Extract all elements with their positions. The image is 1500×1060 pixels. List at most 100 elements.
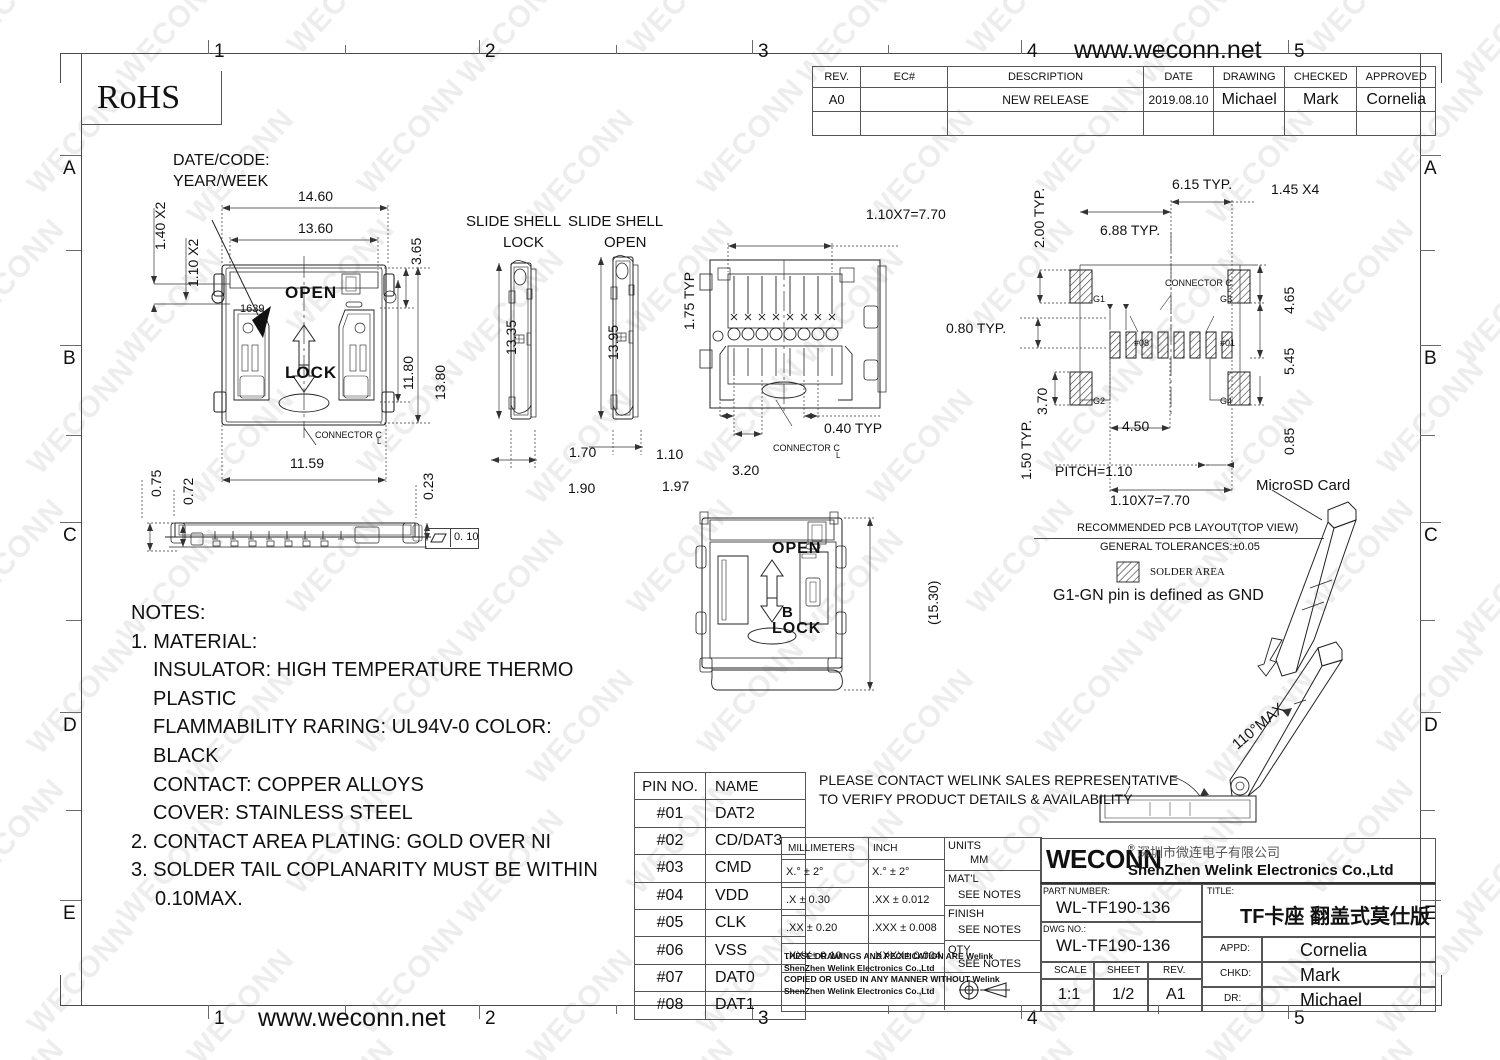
tolerance-inch-2: .XX ± 0.012: [872, 894, 930, 906]
tolerance-inch-4: .XXXX± 0.004: [872, 950, 942, 962]
revtable-cell-ec: [860, 87, 949, 112]
contact-view-drawing: [699, 243, 900, 437]
tolerance-mm-4: .XXX± 0.10: [786, 950, 842, 962]
pin-table-header-no: PIN NO.: [634, 771, 706, 801]
notes-line-2: INSULATOR: HIGH TEMPERATURE THERMO: [153, 659, 574, 682]
slide-shell-lock-title2: LOCK: [503, 234, 544, 251]
zone-label-right-a: A: [1424, 158, 1437, 179]
pin-name-6: VSS: [705, 936, 806, 965]
notes-title: NOTES:: [131, 602, 206, 624]
notes-line-5: BLACK: [153, 744, 219, 767]
lock-label-top: LOCK: [285, 363, 338, 382]
frame-corner-bl: [60, 975, 61, 1005]
contact-centerline-sub: L: [836, 451, 841, 460]
frame-corner-br: [1441, 975, 1442, 1005]
zone-label-top-4: 4: [1027, 41, 1038, 62]
frame-corner-tr: [1441, 53, 1442, 83]
revtable-cell-checked: Mark: [1283, 87, 1358, 112]
revtable-header-ec: EC#: [860, 66, 949, 88]
pcb-general-tolerance: GENERAL TOLERANCES:±0.05: [1100, 541, 1260, 553]
zone-label-top-5: 5: [1294, 41, 1305, 62]
chkd-label-cell: [1202, 962, 1262, 987]
revtable-row: A0 NEW RELEASE 2019.08.10 Michael Mark C…: [811, 87, 1436, 112]
zone-tick-bot-5: [1288, 1005, 1289, 1019]
notes-line-9: 3. SOLDER TAIL COPLANARITY MUST BE WITHI…: [131, 859, 598, 882]
zone-tick-left-de: [66, 810, 81, 811]
zone-tick-bot-3h: [888, 1005, 889, 1014]
zone-tick-top-3h: [888, 45, 889, 54]
revtable-empty-1: [811, 111, 862, 136]
zone-tick-top-4h: [1158, 45, 1159, 54]
zone-tick-right-ab: [1420, 250, 1435, 251]
sheet-label: SHEET: [1107, 965, 1141, 976]
date-code-sample: 1639: [240, 303, 265, 315]
part-number-value: WL-TF190-136: [1056, 898, 1171, 917]
dr-label-cell: [1202, 987, 1262, 1012]
dim-0-23: 0.23: [420, 472, 436, 500]
matl-value: SEE NOTES: [958, 889, 1021, 901]
dr-label: DR:: [1224, 993, 1242, 1004]
zone-tick-right-bc: [1420, 435, 1435, 436]
zone-tick-bot-4h: [1158, 1005, 1159, 1014]
appd-value-cell: [1262, 937, 1436, 962]
sheet-label-cell: [1094, 962, 1148, 979]
rohs-box: [81, 71, 222, 125]
company-banner: [1040, 838, 1436, 884]
pin-name-4: VDD: [705, 881, 806, 910]
url-bottom: www.weconn.net: [258, 1004, 446, 1032]
pin-table-header-row: PIN NO. NAME: [634, 771, 806, 801]
zone-tick-top-5: [1288, 40, 1289, 54]
zone-tick-left-ab: [66, 250, 81, 251]
flatness-value: 0. 10: [454, 531, 479, 543]
zone-tick-top-2h: [616, 45, 617, 54]
dim-1-40-x2: 1.40 X2: [152, 201, 168, 250]
dim-3-65: 3.65: [408, 237, 424, 265]
tolerance-hline-2: [781, 887, 944, 888]
flatness-symbol-icon: [430, 533, 447, 543]
revtable-empty-5: [1213, 111, 1285, 136]
dwg-no-label: DWG NO.:: [1043, 924, 1086, 934]
notes-block: NOTES: 1. MATERIAL: INSULATOR: HIGH TEMP…: [131, 599, 598, 914]
zone-tick-bot-1h: [345, 1005, 346, 1014]
slide-shell-open-title1: SLIDE SHELL: [568, 213, 664, 230]
tolerance-mm-1: X.° ± 2°: [786, 866, 824, 878]
finish-label: FINISH: [948, 908, 985, 920]
pin-no-8: #08: [634, 991, 706, 1020]
slide-shell-open-title2: OPEN: [604, 234, 647, 251]
zone-label-bot-4: 4: [1027, 1008, 1038, 1029]
zone-tick-right-a: [1420, 155, 1441, 156]
zone-tick-right-b: [1420, 345, 1441, 346]
copyright-line-2: ShenZhen Welink Electronics Co.,Ltd: [784, 962, 935, 973]
zone-label-right-d: D: [1424, 715, 1438, 736]
zone-label-left-d: D: [63, 715, 77, 736]
pad-label-g2: G2: [1093, 396, 1106, 406]
rohs-label: RoHS: [97, 79, 181, 116]
lock-label-bottom: LOCK: [772, 620, 822, 637]
zone-tick-bot-2h: [616, 1005, 617, 1014]
b-label-bottom: B: [782, 604, 793, 621]
zone-tick-bot-2: [479, 1005, 480, 1019]
pin-table-header-name: NAME: [705, 771, 806, 801]
dim-13-35: 13.35: [503, 319, 519, 355]
zone-label-left-e: E: [63, 903, 76, 924]
zone-label-right-b: B: [1424, 348, 1437, 369]
flatness-frame-divider: [450, 528, 451, 547]
dim-0-80-typ: 0.80 TYP.: [946, 320, 1007, 336]
top-view-centerline-label: CONNECTOR C: [315, 430, 382, 440]
copyright-line-3: COPIED OR USED IN ANY MANNER WITHOUT Wel…: [784, 974, 1000, 984]
pin-no-1: #01: [634, 799, 706, 828]
tolerance-rline-1: [944, 870, 1040, 871]
pin-no-4: #04: [634, 881, 706, 910]
solder-area-swatch-icon: [1116, 561, 1140, 583]
dim-1-75-typ: 1.75 TYP: [681, 271, 697, 330]
pin-name-3: CMD: [705, 854, 806, 883]
revtable-header-approved: APPROVED: [1356, 66, 1436, 88]
pad-label-g4: G4: [1220, 396, 1233, 406]
revtable-cell-drawing: Michael: [1213, 87, 1285, 112]
revtable-row-empty: [811, 111, 1436, 136]
zone-tick-left-a: [60, 155, 81, 156]
top-view-drawing: [141, 205, 430, 518]
